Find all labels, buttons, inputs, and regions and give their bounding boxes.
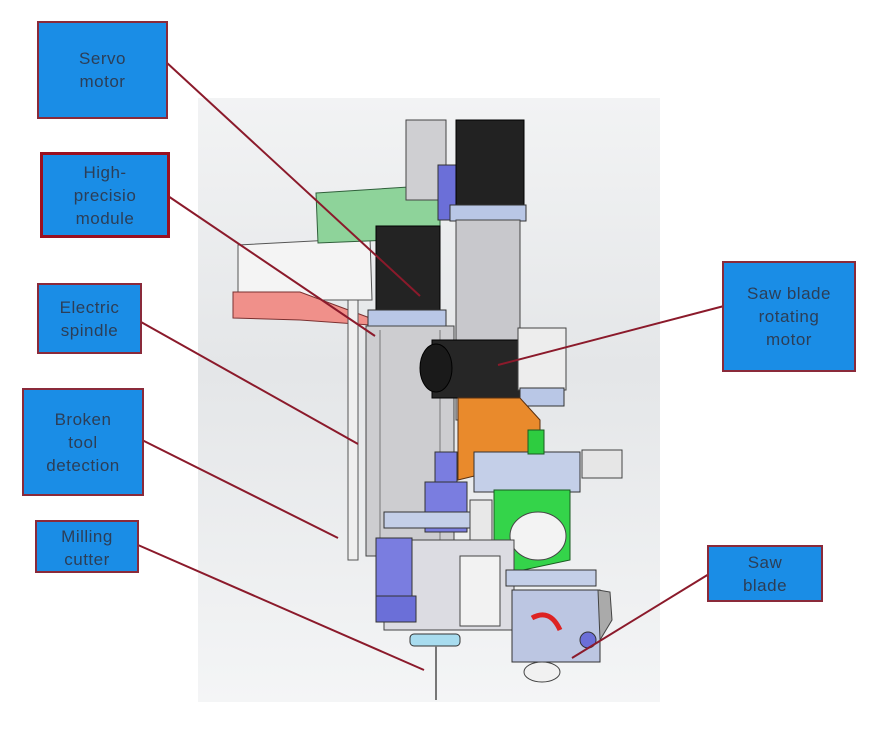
front-servo-flange xyxy=(367,309,447,329)
leader-saw-blade-rotating-motor xyxy=(497,305,725,366)
label-broken-tool-detection: Broken tool detection xyxy=(22,388,144,496)
saw-blade-disc xyxy=(597,589,613,642)
label-milling-cutter: Milling cutter xyxy=(35,520,139,573)
front-servo-motor xyxy=(375,225,441,317)
label-saw-blade: Saw blade xyxy=(707,545,823,602)
tool-detection-cylinder xyxy=(375,537,413,601)
mounting-plate xyxy=(237,237,373,301)
rear-servo-flange xyxy=(449,204,527,222)
mid-platform xyxy=(473,451,581,493)
sensor-box xyxy=(581,449,623,479)
rear-servo-motor xyxy=(455,119,525,213)
label-electric-spindle: Electric spindle xyxy=(37,283,142,354)
saw-blade-wheel xyxy=(523,661,561,683)
label-saw-blade-rotating-motor: Saw blade rotating motor xyxy=(722,261,856,372)
leader-milling-cutter xyxy=(137,544,425,671)
leader-broken-tool-detection xyxy=(141,439,339,539)
saw-motor-housing xyxy=(517,327,567,391)
white-cylinder xyxy=(509,511,567,561)
cutter-collet xyxy=(409,633,461,647)
spindle-support-bar xyxy=(347,299,359,561)
tool-detection-nozzle xyxy=(375,595,417,623)
leader-servo-motor xyxy=(165,61,421,297)
leader-saw-blade xyxy=(571,573,710,659)
spindle-clamp xyxy=(383,511,485,529)
label-servo-motor: Servo motor xyxy=(37,21,168,119)
electric-spindle-top xyxy=(434,451,458,485)
green-mount xyxy=(527,429,545,455)
label-high-precision-module: High- precisio module xyxy=(40,152,170,238)
milling-head-body xyxy=(459,555,501,627)
saw-direction-arrow xyxy=(530,612,563,632)
leader-high-precision-module xyxy=(167,195,376,337)
leader-electric-spindle xyxy=(140,321,359,445)
